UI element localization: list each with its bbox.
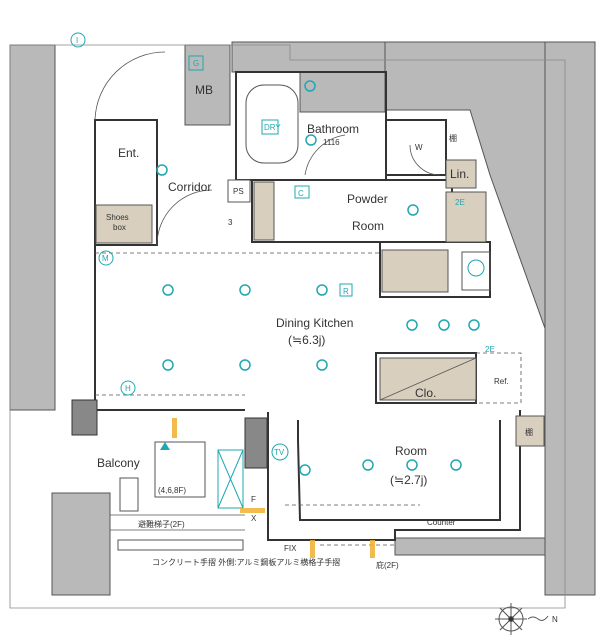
wall-bottom-right	[394, 537, 546, 556]
outer-frame	[9, 44, 566, 609]
label-fix-bottom: FIX	[284, 544, 297, 553]
label-eaves: 庇(2F)	[376, 560, 399, 570]
label-linen: Lin.	[450, 167, 469, 181]
label-balcony-floors: (4,6,8F)	[158, 486, 186, 495]
shoes-box	[95, 204, 153, 244]
label-counter: Counter	[427, 518, 456, 527]
stove	[461, 251, 491, 291]
r-symbol: R	[343, 287, 349, 296]
h-symbol: H	[125, 384, 131, 393]
label-dining-kitchen: Dining Kitchen	[276, 316, 353, 330]
ceiling-lights	[156, 80, 480, 476]
label-shelf-right: 棚	[525, 427, 533, 437]
tv-symbol: TV	[274, 448, 285, 457]
label-powder-room: Room	[352, 219, 384, 233]
bathtub	[245, 84, 299, 164]
label-fix-x: X	[251, 514, 257, 523]
balcony-hatch	[154, 441, 206, 498]
washbasin-area	[445, 191, 487, 243]
label-fix-f: F	[251, 495, 256, 504]
label-bathroom: Bathroom	[307, 122, 359, 136]
2e-symbol-ref: 2E	[485, 345, 495, 354]
label-refrigerator: Ref.	[494, 377, 509, 386]
corridor-door	[156, 189, 213, 246]
wall-bottom-left	[51, 492, 111, 596]
balcony-column	[244, 417, 268, 469]
ac-unit	[217, 449, 244, 509]
m-symbol: M	[102, 254, 109, 263]
label-powder: Powder	[347, 192, 388, 206]
label-balcony: Balcony	[97, 456, 140, 470]
wall-right	[544, 41, 596, 596]
escape-ladder	[119, 477, 139, 512]
label-ps: PS	[233, 187, 244, 196]
dry-label: DRY	[264, 123, 281, 132]
vents	[172, 418, 375, 558]
intercom-icon	[70, 32, 86, 48]
c-symbol: C	[298, 189, 304, 198]
ac-outlet	[160, 442, 170, 450]
railing	[117, 539, 244, 551]
label-escape-ladder: 避難梯子(2F)	[138, 519, 185, 529]
2e-symbol: 2E	[455, 198, 465, 207]
dryer	[261, 119, 279, 135]
label-closet: Clo.	[415, 386, 436, 400]
label-corridor: Corridor	[168, 180, 211, 194]
room-wall	[297, 420, 501, 521]
outlet-count: 3	[228, 218, 233, 227]
label-shelf-top: 棚	[449, 133, 457, 143]
compass-north-label: N	[552, 615, 558, 624]
label-gas-meter: G	[193, 59, 199, 68]
toilet-area	[253, 181, 275, 241]
washroom-wall	[385, 119, 447, 176]
entrance-door	[94, 51, 166, 121]
wall-top	[231, 41, 386, 113]
kitchen-sink-counter	[381, 249, 449, 293]
i-symbol: I	[76, 36, 78, 45]
label-railing: コンクリート手摺 外側:アルミ鋼板アルミ横格子手摺	[152, 557, 340, 567]
left-column	[71, 399, 98, 436]
label-entrance: Ent.	[118, 146, 139, 160]
label-box: box	[113, 223, 126, 232]
label-dk-size: (≒6.3j)	[288, 333, 325, 347]
wall-left	[9, 44, 56, 411]
label-mb: MB	[195, 83, 213, 97]
bathroom-door	[304, 134, 346, 176]
room-outer-wall	[267, 410, 521, 541]
shelf-right-box	[515, 415, 545, 447]
label-room-size: (≒2.7j)	[390, 473, 427, 487]
label-room: Room	[395, 444, 427, 458]
washroom-door	[409, 144, 441, 176]
label-washer: W	[415, 143, 423, 152]
label-bathroom-size: 1116	[323, 138, 340, 147]
compass-icon	[495, 603, 549, 635]
label-shoes: Shoes	[106, 213, 129, 222]
linen-closet	[445, 159, 477, 189]
